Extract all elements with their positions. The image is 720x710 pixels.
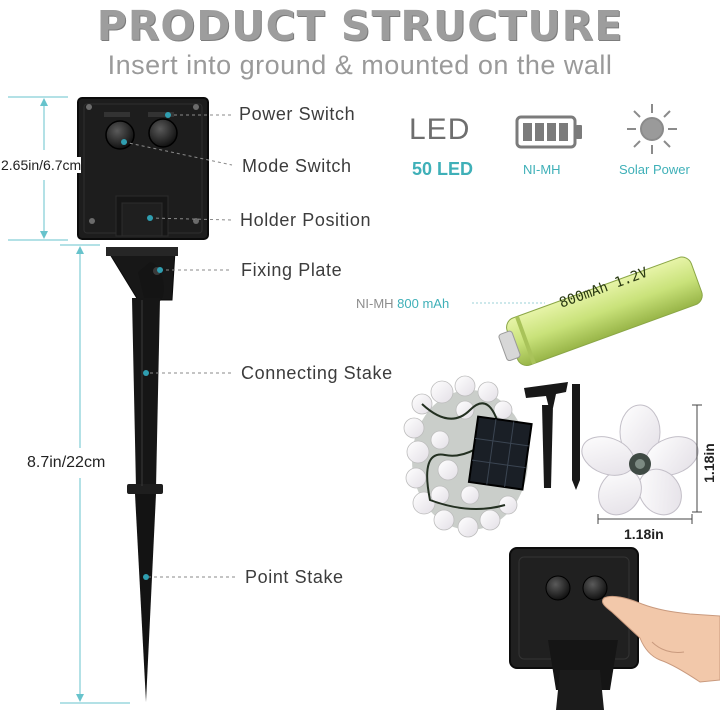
battery-type-spec: NI-MH [523, 162, 561, 177]
connecting-stake-label: Connecting Stake [241, 363, 393, 383]
stake-height-dimension [60, 244, 130, 704]
flower-width-label: 1.18in [624, 526, 664, 542]
callout-dots [121, 112, 171, 580]
pointing-hand [601, 595, 720, 683]
panel-height-dimension [8, 96, 68, 241]
sun-icon [627, 104, 677, 154]
point-stake-label: Point Stake [245, 567, 344, 587]
page-subtitle: Insert into ground & mounted on the wall [107, 50, 613, 80]
power-switch-button [105, 120, 135, 150]
fixing-plate-label: Fixing Plate [241, 260, 343, 280]
battery-capacity-callout: NI-MH 800 mAh [356, 296, 449, 311]
stake-assembly [106, 247, 178, 702]
flower-height-label: 1.18in [700, 443, 717, 483]
battery-icon [515, 115, 582, 149]
holder-position-label: Holder Position [240, 210, 372, 230]
led-count: 50 LED [412, 159, 474, 179]
panel-height-label: 2.65in/6.7cm [1, 157, 82, 173]
led-title: LED [409, 113, 471, 146]
power-switch-label: Power Switch [239, 104, 356, 124]
flower-bulb [581, 404, 699, 516]
callout-lines [123, 114, 236, 578]
string-lights [403, 375, 533, 538]
page-title: PRODUCT STRUCTURE [96, 2, 624, 50]
control-box [77, 97, 209, 240]
solar-power-spec: Solar Power [619, 162, 690, 177]
control-box-closeup [509, 547, 639, 710]
flower-dimensions [597, 404, 702, 524]
mode-switch-label: Mode Switch [242, 156, 352, 176]
battery-capacity-label: 800 mAh [397, 296, 450, 311]
mini-stakes [524, 382, 580, 490]
mode-switch-button [148, 118, 178, 148]
nimh-battery [472, 256, 703, 366]
stake-height-label: 8.7in/22cm [27, 454, 106, 472]
battery-type-label: NI-MH [356, 296, 394, 311]
